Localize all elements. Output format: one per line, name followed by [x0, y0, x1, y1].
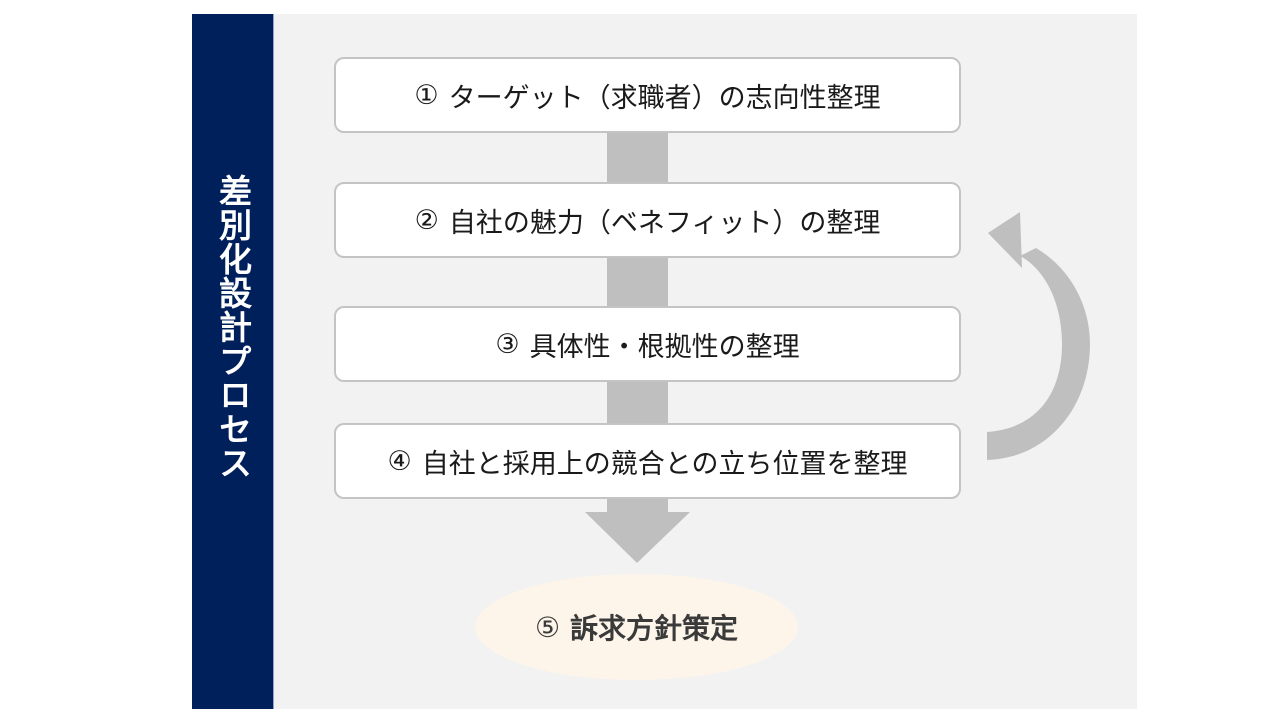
step-label: 自社の魅力（ベネフィット）の整理 [448, 207, 881, 239]
side-title-wrap: 差別化設計プロセス [192, 174, 274, 480]
goal-ellipse: ⑤ 訴求方針策定 [475, 574, 798, 680]
step-number: ① [414, 79, 439, 111]
step-label: 具体性・根拠性の整理 [529, 331, 800, 363]
step-box-3: ③ 具体性・根拠性の整理 [334, 306, 961, 382]
side-title: 差別化設計プロセス [213, 174, 253, 480]
step-label: 自社と採用上の競合との立ち位置を整理 [421, 448, 908, 480]
step-number: ④ [387, 445, 412, 477]
step-box-4: ④ 自社と採用上の競合との立ち位置を整理 [334, 423, 961, 499]
step-box-2: ② 自社の魅力（ベネフィット）の整理 [334, 182, 961, 258]
connector-1-2 [607, 133, 668, 183]
step-box-1: ① ターゲット（求職者）の志向性整理 [334, 57, 961, 133]
goal-label: 訴求方針策定 [570, 612, 739, 645]
step-label: ターゲット（求職者）の志向性整理 [448, 82, 881, 114]
goal-number: ⑤ [534, 610, 561, 644]
step-number: ② [414, 204, 439, 236]
connector-2-3 [607, 258, 668, 307]
side-title-bar: 差別化設計プロセス [192, 14, 274, 709]
connector-3-4 [607, 381, 668, 423]
step-number: ③ [495, 328, 520, 360]
